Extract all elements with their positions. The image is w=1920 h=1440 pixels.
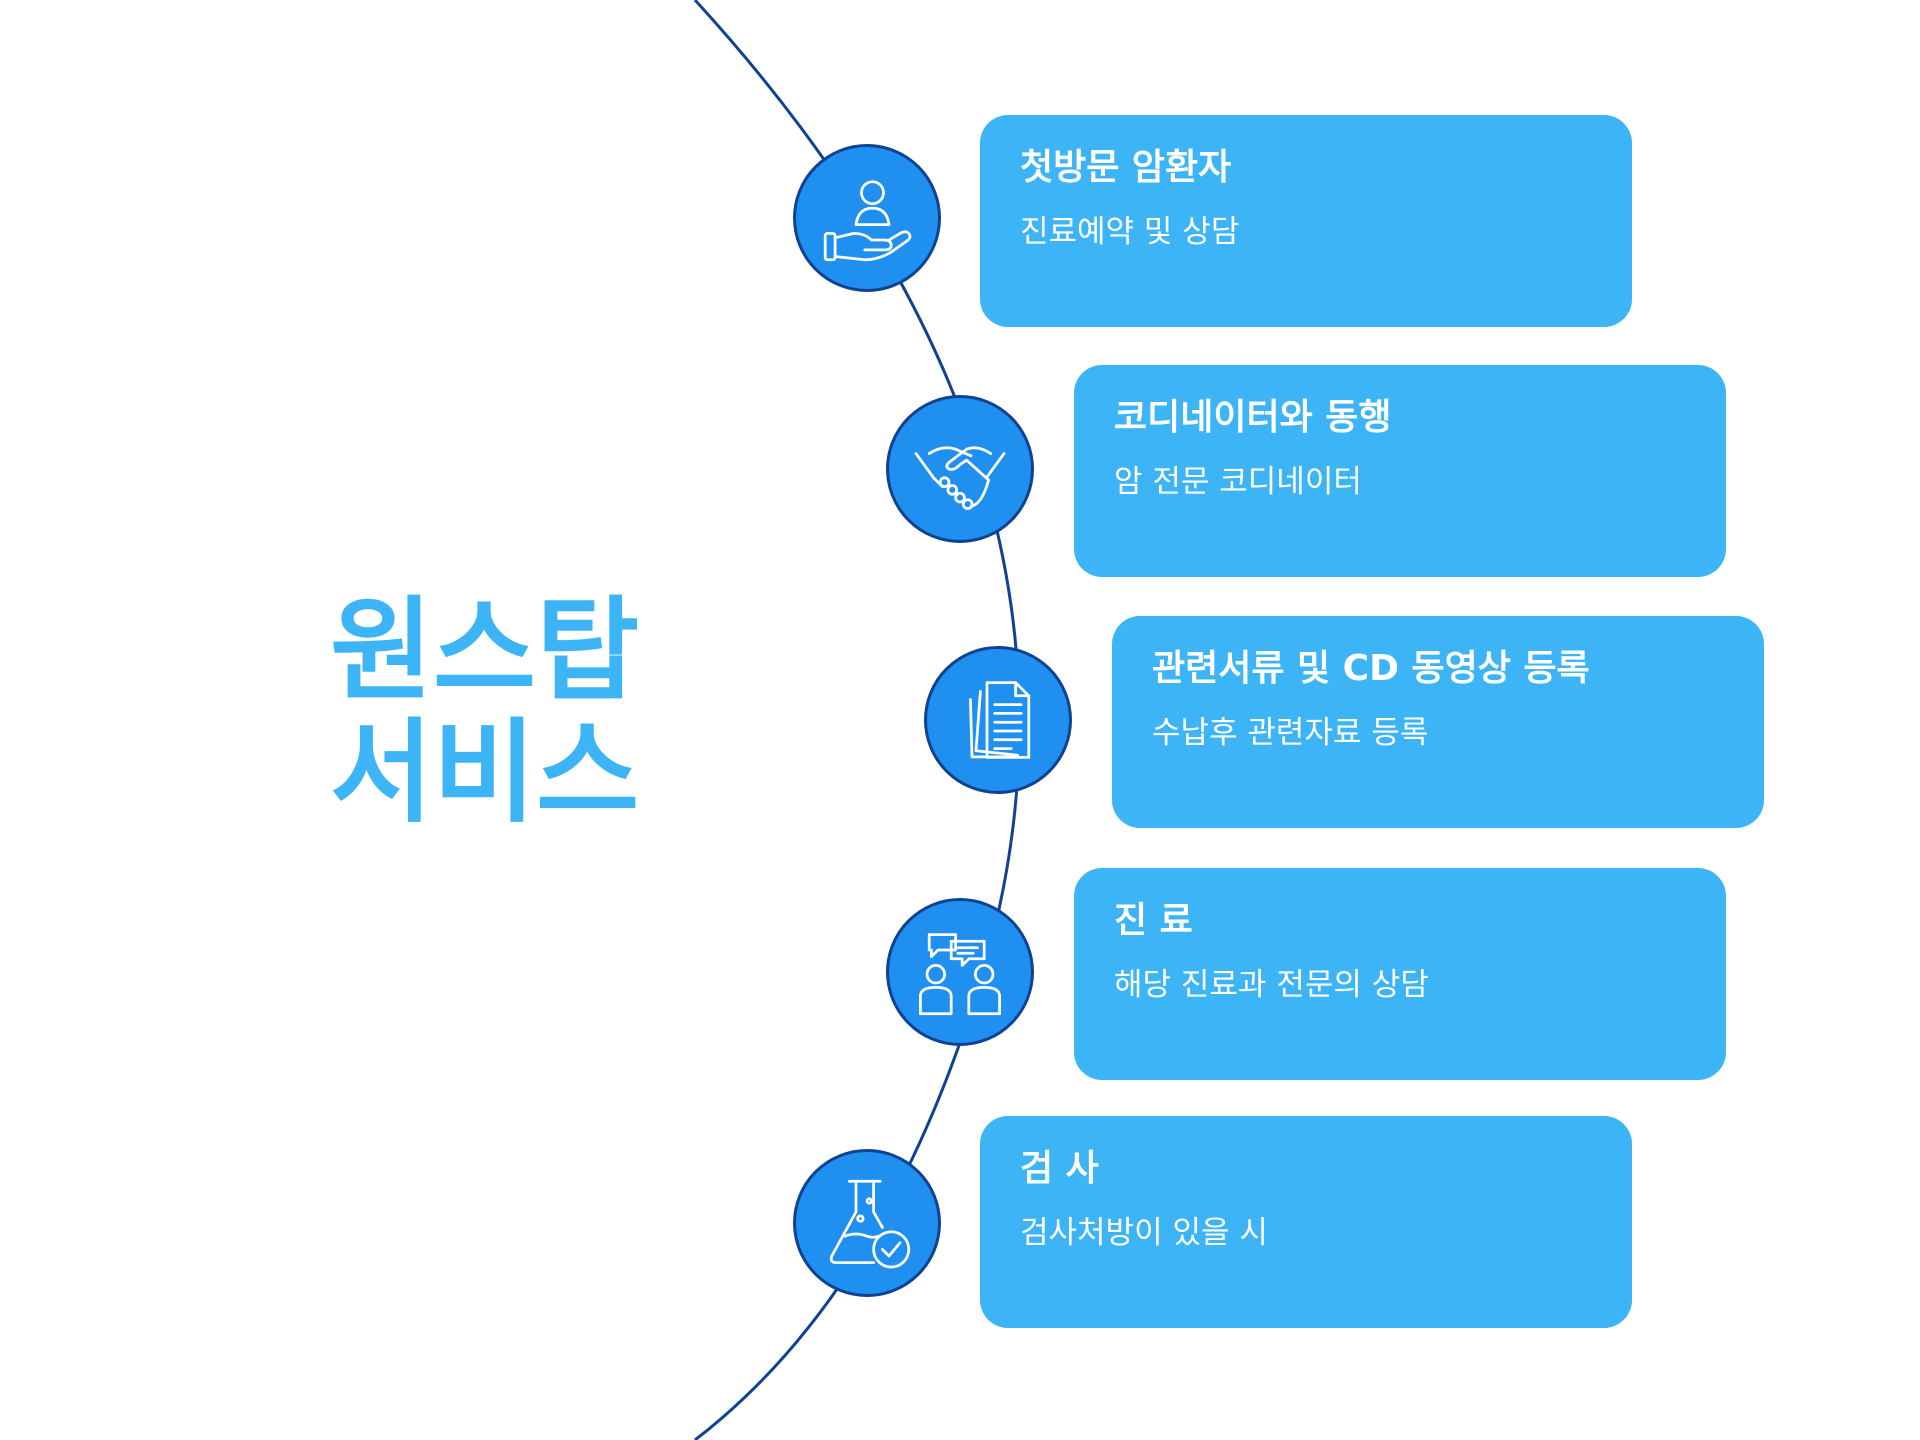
lab-flask-check-icon	[829, 1179, 911, 1269]
handshake-icon	[914, 446, 1006, 510]
step-detail: 수납후 관련자료 등록	[1152, 715, 1429, 751]
step-card-first-visit: 첫방문 암환자 진료예약 및 상담	[980, 115, 1632, 327]
step-node-examination	[793, 1149, 941, 1297]
step-node-documents	[924, 646, 1072, 794]
step-node-first-visit	[793, 144, 941, 292]
step-card-coordinator: 코디네이터와 동행 암 전문 코디네이터	[1074, 365, 1726, 577]
page-title-line-2: 서비스	[330, 708, 640, 838]
step-detail: 검사처방이 있을 시	[1020, 1215, 1268, 1251]
step-heading: 첫방문 암환자	[1020, 147, 1232, 188]
step-heading: 코디네이터와 동행	[1114, 397, 1392, 438]
page-title: 원스탑 서비스	[330, 590, 730, 834]
step-detail: 암 전문 코디네이터	[1114, 464, 1362, 500]
step-heading: 검 사	[1020, 1148, 1099, 1189]
step-detail: 해당 진료과 전문의 상담	[1114, 967, 1429, 1003]
step-heading: 진 료	[1114, 900, 1193, 941]
step-card-examination: 검 사 검사처방이 있을 시	[980, 1116, 1632, 1328]
step-card-treatment: 진 료 해당 진료과 전문의 상담	[1074, 868, 1726, 1080]
consultation-icon	[919, 933, 1001, 1016]
documents-icon	[969, 681, 1031, 759]
step-node-treatment	[886, 898, 1034, 1046]
step-card-documents: 관련서류 및 CD 동영상 등록 수납후 관련자료 등록	[1112, 616, 1764, 828]
page-title-line-1: 원스탑	[330, 586, 640, 716]
step-heading: 관련서류 및 CD 동영상 등록	[1152, 648, 1590, 689]
step-detail: 진료예약 및 상담	[1020, 214, 1240, 250]
step-node-coordinator	[886, 395, 1034, 543]
hand-holding-person-icon	[823, 180, 912, 262]
